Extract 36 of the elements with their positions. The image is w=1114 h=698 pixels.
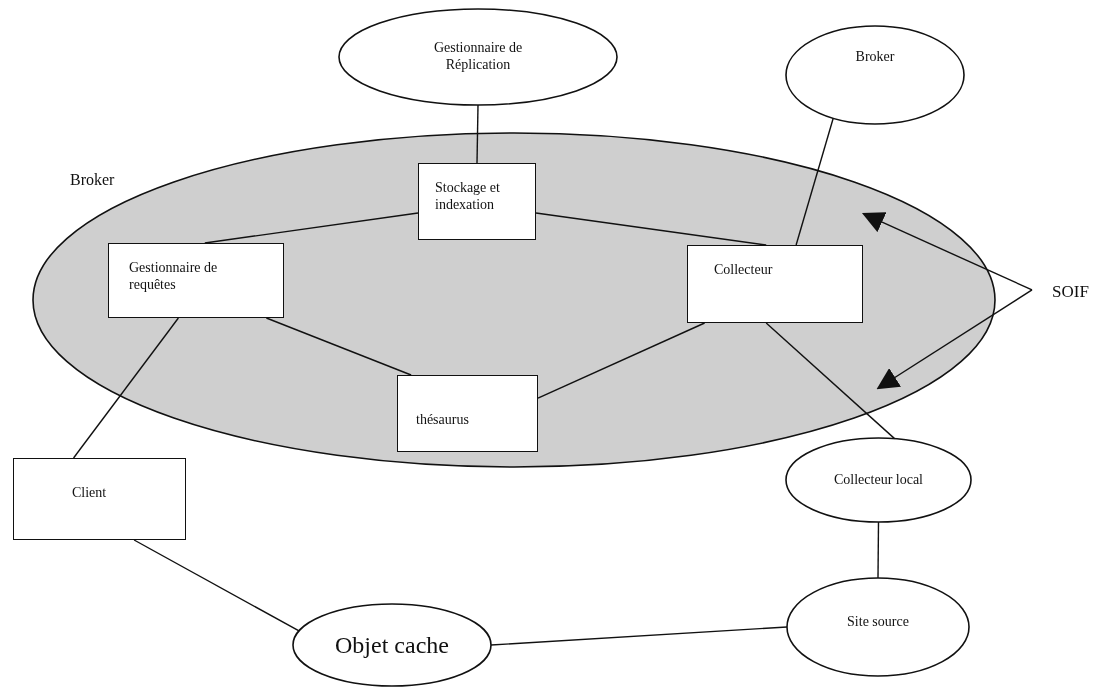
node-label: Site source (846, 613, 910, 631)
node-label: Objet cache (334, 630, 450, 660)
connector-line (72, 317, 180, 459)
annotation-label: SOIF (1052, 282, 1089, 303)
process-box (397, 375, 538, 452)
node-label: Broker (854, 48, 896, 66)
node-label: Stockage et indexation (435, 180, 501, 214)
process-box (13, 458, 186, 540)
node-label: Gestionnaire de requêtes (129, 260, 219, 294)
arrow (876, 289, 1033, 390)
arrow (861, 212, 1033, 291)
ellipse-node (786, 577, 970, 677)
node-label: thésaurus (416, 412, 469, 429)
connector-line (476, 104, 479, 164)
connector-line (265, 317, 412, 376)
connector-line (765, 322, 896, 440)
connector-line (795, 117, 834, 246)
node-label: Client (72, 485, 107, 502)
process-box (108, 243, 284, 318)
connector-line (877, 521, 880, 579)
node-label: Collecteur local (833, 471, 924, 489)
ellipse-node (785, 25, 965, 125)
ellipse-node (338, 8, 618, 106)
connector-line (537, 322, 706, 399)
process-box (687, 245, 863, 323)
connector-line (490, 626, 788, 646)
connector-line (133, 539, 300, 632)
group-heading: Broker (70, 170, 115, 190)
process-box (418, 163, 536, 240)
node-label: Collecteur (714, 262, 773, 279)
ellipse-node (785, 437, 972, 523)
ellipse-node (292, 603, 492, 687)
connector-line (204, 212, 419, 244)
node-label: Gestionnaire de Réplication (432, 40, 524, 74)
connector-line (535, 212, 767, 246)
broker-ellipse (32, 132, 996, 468)
